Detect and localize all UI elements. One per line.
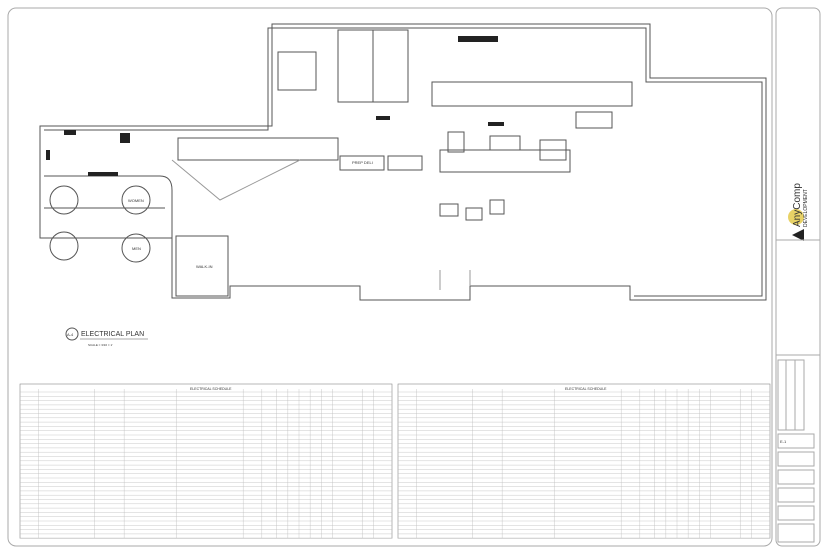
sheet-number: E-1 xyxy=(780,439,787,444)
company-logo: AnyComp DEVELOPMENT xyxy=(788,183,809,241)
schedule-title-left: ELECTRICAL SCHEDULE xyxy=(190,387,232,391)
plan-tag: A-4 xyxy=(67,332,74,337)
plan-title: ELECTRICAL PLAN xyxy=(81,331,144,338)
schedule-title-right: ELECTRICAL SCHEDULE xyxy=(565,387,607,391)
plan-scale: SCALE = 3/16 = 1' xyxy=(88,343,113,347)
electrical-schedule-left xyxy=(19,383,393,539)
equipment-blocks xyxy=(46,36,613,176)
room-label-women: WOMEN xyxy=(128,198,144,203)
schedule-frame xyxy=(19,383,393,539)
floor-plan xyxy=(39,23,767,301)
plan-tag-circle xyxy=(65,327,79,341)
room-label-walkin: WALK-IN xyxy=(196,264,213,269)
electrical-schedule-right xyxy=(397,383,771,539)
title-block-fields xyxy=(777,433,815,543)
room-label-men: MEN xyxy=(132,246,141,251)
room-label-prep: PREP DELI xyxy=(352,160,373,165)
title-block-border xyxy=(775,7,821,547)
svg-text:AnyComp: AnyComp xyxy=(792,183,803,227)
schedule-frame xyxy=(397,383,771,539)
sheet-border xyxy=(7,7,773,547)
svg-text:DEVELOPMENT: DEVELOPMENT xyxy=(803,189,809,227)
revision-block xyxy=(777,359,805,431)
